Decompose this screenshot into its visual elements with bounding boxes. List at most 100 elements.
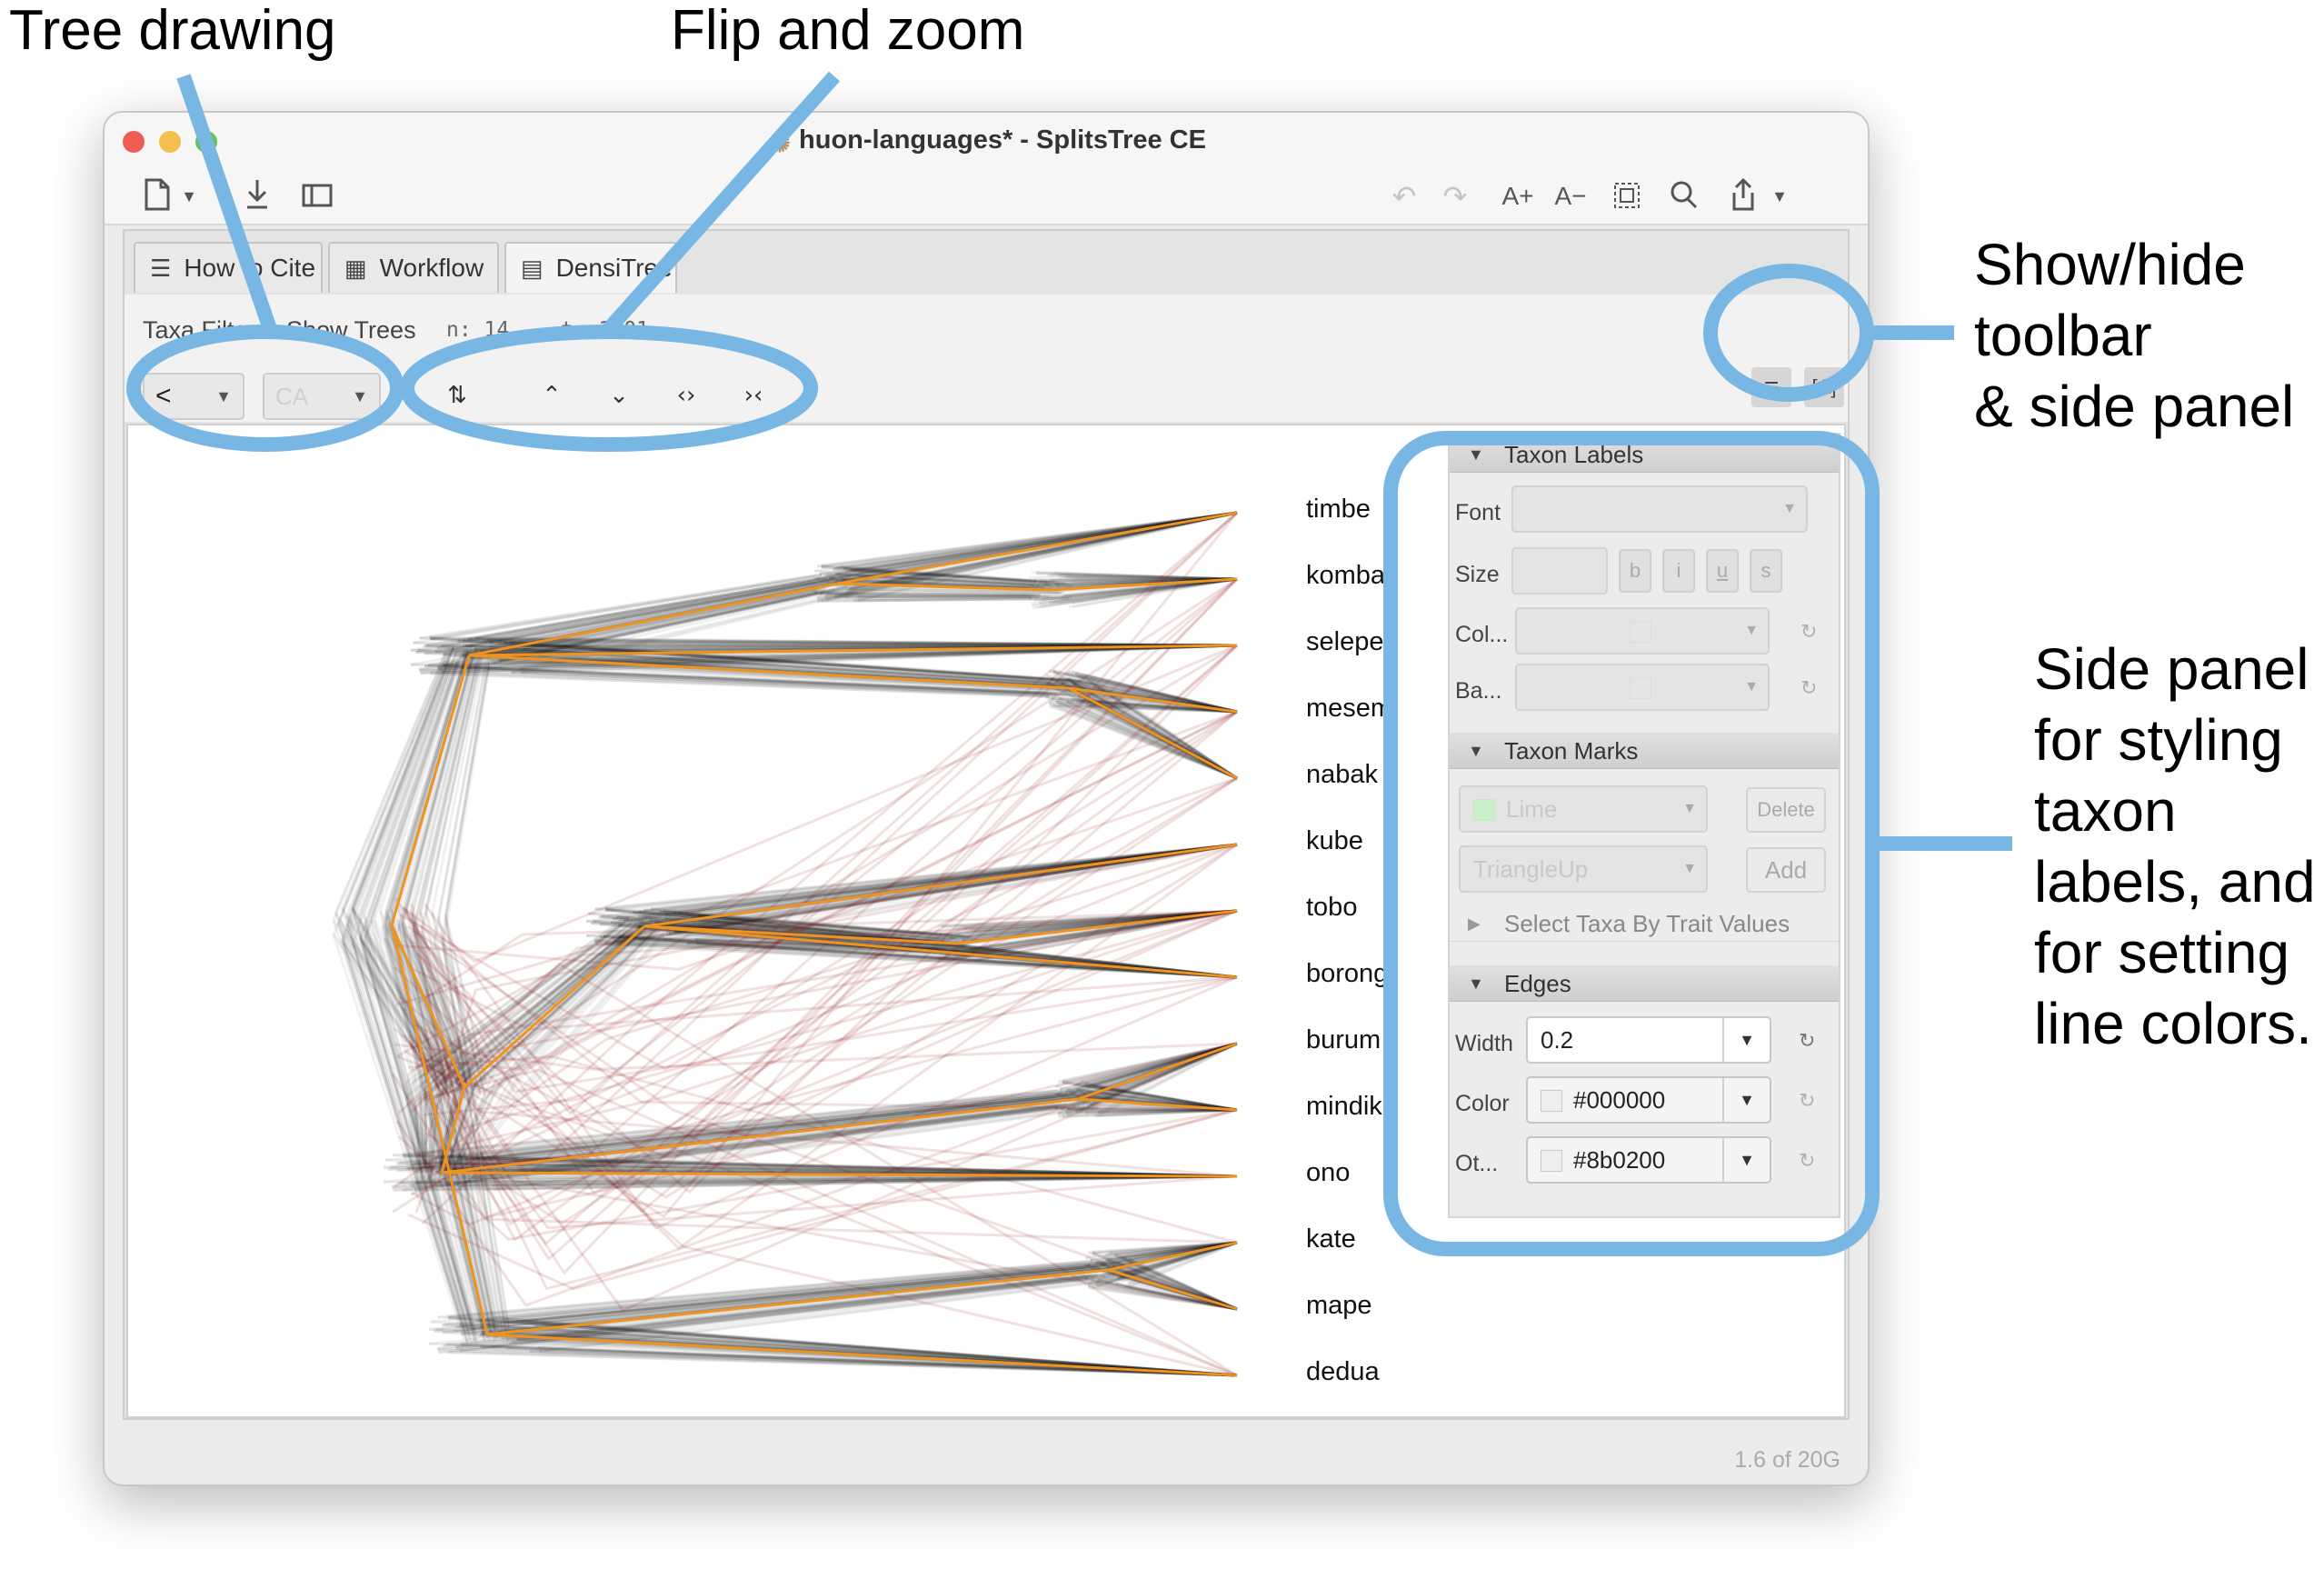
- strikethrough-toggle[interactable]: s: [1750, 549, 1782, 593]
- delete-mark-button[interactable]: Delete: [1746, 787, 1826, 833]
- tree-edge: [499, 659, 1082, 693]
- tree-edge: [486, 1316, 1238, 1377]
- taxon-label[interactable]: mesem: [1306, 694, 1393, 723]
- other-color-picker[interactable]: #8b0200 ▼: [1526, 1136, 1771, 1184]
- taxa-filter-button[interactable]: Taxa Filter: [143, 316, 256, 344]
- tree-edge: [846, 511, 1238, 593]
- tree-edge: [474, 924, 650, 1087]
- italic-toggle[interactable]: i: [1662, 549, 1695, 593]
- share-menu-chevron-icon[interactable]: ▼: [1771, 187, 1788, 205]
- taxon-label[interactable]: kate: [1306, 1224, 1356, 1254]
- show-trees-button[interactable]: Show Trees: [286, 316, 416, 344]
- taxon-label[interactable]: burum: [1306, 1025, 1381, 1054]
- font-decrease-button[interactable]: A−: [1554, 182, 1587, 210]
- text-frame-icon[interactable]: [A]: [1804, 367, 1844, 407]
- tree-edge: [443, 582, 827, 657]
- expand-vertical-icon[interactable]: ⌃: [542, 382, 562, 409]
- reset-icon[interactable]: ↻: [1800, 620, 1818, 643]
- underline-toggle[interactable]: u: [1706, 549, 1739, 593]
- mark-shape-select[interactable]: TriangleUp ▼: [1459, 845, 1708, 893]
- new-file-menu-chevron-icon[interactable]: ▼: [181, 187, 197, 205]
- tree-edge: [336, 653, 449, 924]
- taxon-label[interactable]: timbe: [1306, 495, 1371, 524]
- tree-edge: [1115, 1241, 1238, 1256]
- tree-edge: [489, 578, 846, 649]
- tree-edge: [944, 909, 1238, 959]
- mode-combo-value: CA: [275, 383, 309, 410]
- mode-combo[interactable]: CA ▼: [263, 373, 381, 420]
- bold-toggle[interactable]: b: [1619, 549, 1651, 593]
- tab-densitree[interactable]: ▤DensiTree: [504, 242, 677, 293]
- tree-edge: [358, 936, 476, 1342]
- taxon-label[interactable]: komba: [1306, 561, 1386, 590]
- taxon-label[interactable]: tobo: [1306, 893, 1358, 922]
- chevron-down-icon[interactable]: ▼: [1722, 1078, 1770, 1122]
- select-taxa-header[interactable]: ▶Select Taxa By Trait Values: [1450, 905, 1839, 942]
- reset-icon[interactable]: ↻: [1799, 1029, 1816, 1052]
- tree-edge: [429, 591, 823, 675]
- tree-edge: [941, 909, 1238, 963]
- download-icon[interactable]: [241, 176, 274, 216]
- edge-width-field[interactable]: 0.2 ▼: [1526, 1016, 1771, 1064]
- densitree-canvas[interactable]: timbe komba selepe mesem nabak kube tobo borong…: [126, 424, 1846, 1418]
- reset-icon[interactable]: ↻: [1800, 676, 1818, 699]
- edge-color-picker[interactable]: #000000 ▼: [1526, 1076, 1771, 1124]
- font-increase-button[interactable]: A+: [1501, 182, 1534, 210]
- tree-edge: [447, 1088, 1081, 1157]
- reset-icon[interactable]: ↻: [1799, 1089, 1816, 1112]
- tree-edge: [637, 914, 1238, 979]
- redo-icon[interactable]: ↷: [1442, 180, 1468, 213]
- tree-edge: [475, 1157, 1238, 1178]
- tab-how-to-cite[interactable]: ☰How to Cite: [134, 242, 323, 293]
- tree-edge: [1077, 1087, 1238, 1112]
- size-field[interactable]: [1511, 547, 1608, 595]
- taxon-label[interactable]: ono: [1306, 1158, 1351, 1187]
- sidebar-icon[interactable]: [299, 176, 335, 216]
- tree-edge: [424, 1104, 428, 1182]
- taxon-label[interactable]: kube: [1306, 826, 1363, 855]
- taxon-label[interactable]: nabak: [1306, 760, 1379, 789]
- tree-edge: [1077, 1042, 1238, 1084]
- layout-combo[interactable]: < ▼: [143, 373, 244, 420]
- chevron-down-icon[interactable]: ▼: [1722, 1018, 1770, 1062]
- new-file-icon[interactable]: [141, 176, 174, 216]
- select-all-icon[interactable]: [1609, 176, 1645, 216]
- label-color-picker[interactable]: ▼: [1515, 607, 1770, 655]
- reset-icon[interactable]: ↻: [1799, 1149, 1816, 1172]
- add-mark-button[interactable]: Add: [1746, 847, 1826, 893]
- font-select[interactable]: ▼: [1511, 485, 1808, 533]
- tab-workflow-label: Workflow: [379, 254, 484, 282]
- tree-edge: [502, 1317, 1238, 1377]
- edges-header[interactable]: ▼Edges: [1450, 965, 1839, 1002]
- taxon-label[interactable]: mindik: [1306, 1092, 1382, 1121]
- tree-edge-other: [403, 1006, 1238, 1313]
- expand-horizontal-icon[interactable]: ‹›: [676, 382, 696, 409]
- taxon-label[interactable]: borong: [1306, 959, 1389, 988]
- contract-vertical-icon[interactable]: ⌄: [609, 382, 629, 409]
- sliders-icon[interactable]: ≡: [1751, 367, 1791, 407]
- rotate-icon[interactable]: ⇅: [447, 382, 467, 409]
- tree-edge: [1094, 1241, 1238, 1285]
- background-color-picker[interactable]: ▼: [1515, 664, 1770, 711]
- close-window-button[interactable]: [123, 131, 145, 153]
- taxon-label[interactable]: selepe: [1306, 627, 1384, 656]
- tree-edge: [487, 644, 1238, 671]
- tab-workflow[interactable]: ▦Workflow: [328, 242, 499, 293]
- search-icon[interactable]: [1666, 176, 1702, 216]
- tree-edge: [595, 943, 1238, 979]
- taxon-labels-header[interactable]: ▼Taxon Labels: [1450, 436, 1839, 473]
- tree-edge: [437, 644, 1238, 671]
- taxon-label[interactable]: dedua: [1306, 1357, 1380, 1386]
- tree-edge: [452, 1073, 494, 1167]
- tree-edge: [1104, 1258, 1238, 1311]
- mark-color-picker[interactable]: Lime ▼: [1459, 785, 1708, 833]
- tree-edge: [857, 596, 1072, 603]
- title-bar: ✺huon-languages* - SplitsTree CE: [105, 113, 1868, 169]
- tree-edge: [1071, 669, 1238, 780]
- chevron-down-icon[interactable]: ▼: [1722, 1138, 1770, 1182]
- taxon-label[interactable]: mape: [1306, 1291, 1372, 1320]
- share-icon[interactable]: [1725, 176, 1761, 216]
- undo-icon[interactable]: ↶: [1391, 180, 1417, 213]
- contract-horizontal-icon[interactable]: ›‹: [743, 382, 763, 409]
- taxon-marks-header[interactable]: ▼Taxon Marks: [1450, 733, 1839, 769]
